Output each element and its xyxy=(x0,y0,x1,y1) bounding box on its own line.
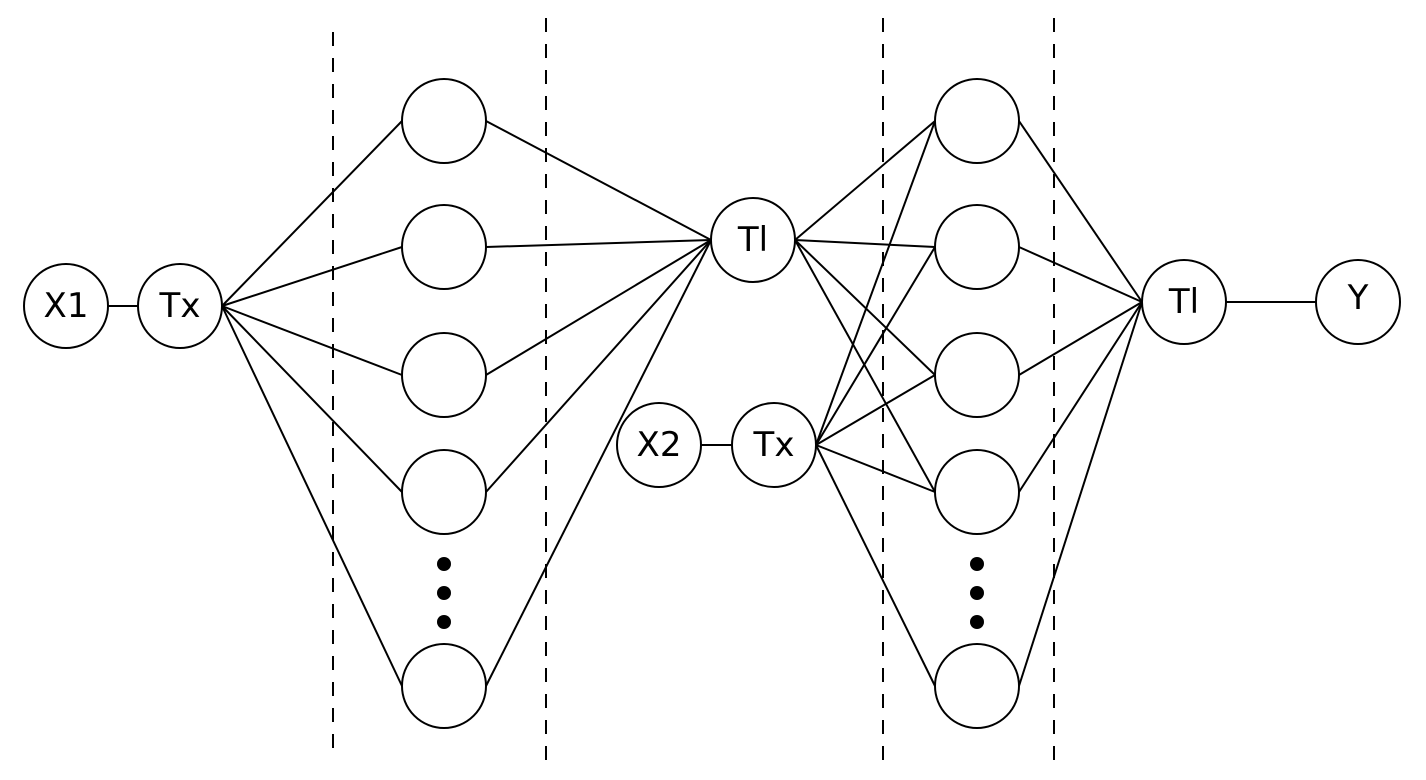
hidden1-node-3 xyxy=(401,332,487,418)
edge-h2a-tl2 xyxy=(1018,120,1143,303)
edge-h2b-tl2 xyxy=(1018,246,1143,303)
hidden2-node-3 xyxy=(934,332,1020,418)
edge-tl1-h2a xyxy=(794,120,936,241)
node-tl1: Tl xyxy=(710,197,796,283)
edge-h1b-tl1 xyxy=(485,239,712,248)
hidden2-node-1 xyxy=(934,78,1020,164)
node-tx2: Tx xyxy=(731,402,817,488)
node-x1: X1 xyxy=(23,263,109,349)
edge-h2c-tl2 xyxy=(1018,301,1143,376)
node-x1-label: X1 xyxy=(44,286,89,326)
edge-tx2-h2d xyxy=(815,444,936,493)
edge-tl1-h2b xyxy=(794,239,936,248)
node-tl2-label: Tl xyxy=(1168,282,1199,322)
edge-tl1-h2c xyxy=(794,239,936,376)
node-x2: X2 xyxy=(616,402,702,488)
hidden1-node-1 xyxy=(401,78,487,164)
node-x2-label: X2 xyxy=(637,425,682,465)
node-tx1: Tx xyxy=(137,263,223,349)
edge-h2e-tl2 xyxy=(1018,301,1143,687)
edge-h1c-tl1 xyxy=(485,239,712,376)
edges xyxy=(108,120,1316,687)
hidden2-node-4 xyxy=(934,449,1020,535)
edge-h1a-tl1 xyxy=(485,120,712,241)
hidden2-node-2 xyxy=(934,204,1020,290)
edge-tx1-h1e xyxy=(221,305,403,687)
node-tl2: Tl xyxy=(1141,259,1227,345)
hidden1-ellipsis xyxy=(437,557,451,629)
layer-dividers xyxy=(332,18,1055,760)
hidden1-node-2 xyxy=(401,204,487,290)
edge-tx1-h1a xyxy=(221,120,403,307)
edge-tx1-h1b xyxy=(221,246,403,307)
node-tl1-label: Tl xyxy=(737,220,768,260)
edge-h1d-tl1 xyxy=(485,239,712,493)
nodes: X1 Tx Tl X2 Tx xyxy=(23,78,1401,729)
edge-tx2-h2e xyxy=(815,444,936,687)
hidden2-ellipsis xyxy=(970,557,984,629)
node-tx1-label: Tx xyxy=(159,286,201,326)
node-y-label: Y xyxy=(1347,278,1369,318)
edge-tx1-h1c xyxy=(221,305,403,376)
edge-tx2-h2b xyxy=(815,246,936,446)
edge-tx2-h2c xyxy=(815,374,936,446)
hidden1-node-4 xyxy=(401,449,487,535)
hidden2-node-last xyxy=(934,643,1020,729)
edge-h1e-tl1 xyxy=(485,239,712,687)
hidden1-node-last xyxy=(401,643,487,729)
edge-tl1-h2d xyxy=(794,239,936,493)
edge-tx2-h2a xyxy=(815,120,936,446)
node-tx2-label: Tx xyxy=(753,425,795,465)
edge-tx1-h1d xyxy=(221,305,403,493)
edge-h2d-tl2 xyxy=(1018,301,1143,493)
node-y: Y xyxy=(1315,259,1401,345)
